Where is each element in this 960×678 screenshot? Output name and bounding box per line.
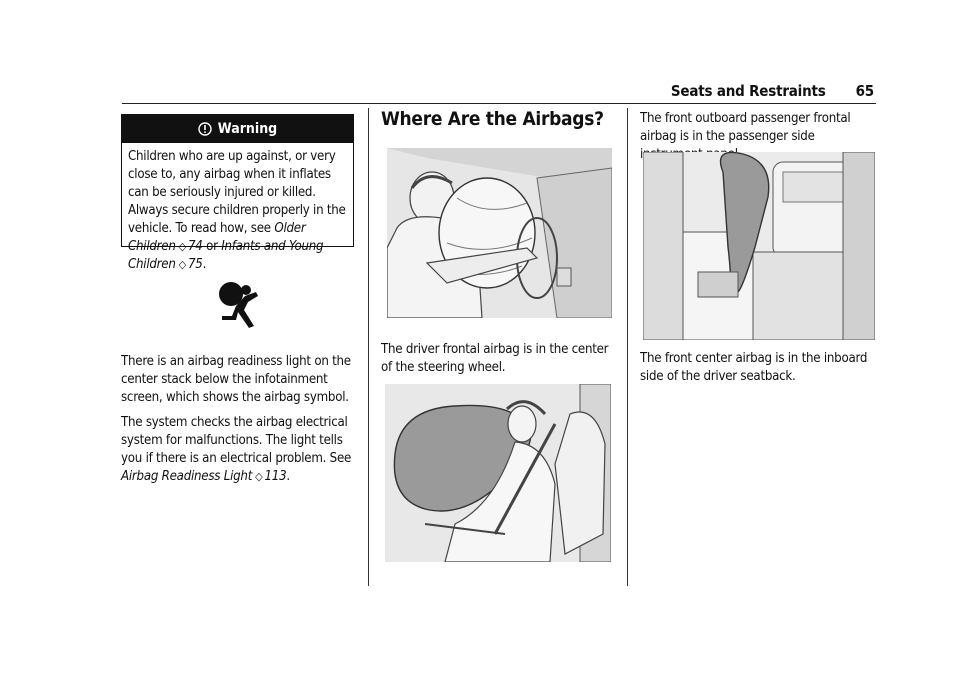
column-1-text: There is an airbag readiness light on th… [121, 353, 356, 493]
center-airbag-illustration [385, 384, 611, 562]
warning-or: or [202, 239, 222, 254]
xref-older-children[interactable]: Older Children [128, 221, 306, 254]
xref-infants-young-children[interactable]: Infants and Young Children [128, 239, 324, 272]
warning-box: Warning Children who are up against, or … [121, 114, 354, 272]
warning-header: Warning [122, 115, 353, 143]
warning-title: Warning [217, 121, 278, 137]
driver-airbag-illustration [387, 148, 612, 318]
passenger-airbag-illustration [643, 152, 875, 340]
xref-page-113[interactable]: 113 [264, 469, 287, 484]
xref-page-74[interactable]: 74 [188, 239, 203, 254]
xref-airbag-readiness-light[interactable]: Airbag Readiness Light [121, 469, 253, 484]
book-reference-icon: ◇ [178, 258, 187, 271]
warning-body: Children who are up against, or very clo… [122, 143, 353, 274]
warning-text: Children who are up against, or very clo… [128, 149, 346, 236]
paragraph-readiness-light: There is an airbag readiness light on th… [121, 354, 351, 405]
column-divider-1 [368, 108, 369, 586]
section-name: Seats and Restraints [670, 82, 826, 100]
warning-end: . [202, 257, 207, 272]
center-airbag-caption: The front center airbag is in the inboar… [640, 351, 868, 384]
page-number: 65 [855, 82, 875, 100]
xref-page-75[interactable]: 75 [188, 257, 203, 272]
warning-exclamation-icon [198, 122, 212, 136]
para2-lead: The system checks the airbag electrical … [121, 415, 352, 466]
airbag-readiness-icon [219, 282, 258, 328]
driver-airbag-caption: The driver frontal airbag is in the cent… [381, 342, 609, 375]
section-title: Where Are the Airbags? [381, 108, 604, 130]
book-reference-icon: ◇ [255, 470, 263, 483]
book-reference-icon: ◇ [178, 240, 187, 253]
column-divider-2 [627, 108, 628, 586]
running-header: Seats and Restraints 65 [0, 82, 874, 100]
header-rule [122, 103, 876, 104]
paragraph-system-check: The system checks the airbag electrical … [121, 414, 356, 486]
para2-end: . [286, 469, 290, 484]
